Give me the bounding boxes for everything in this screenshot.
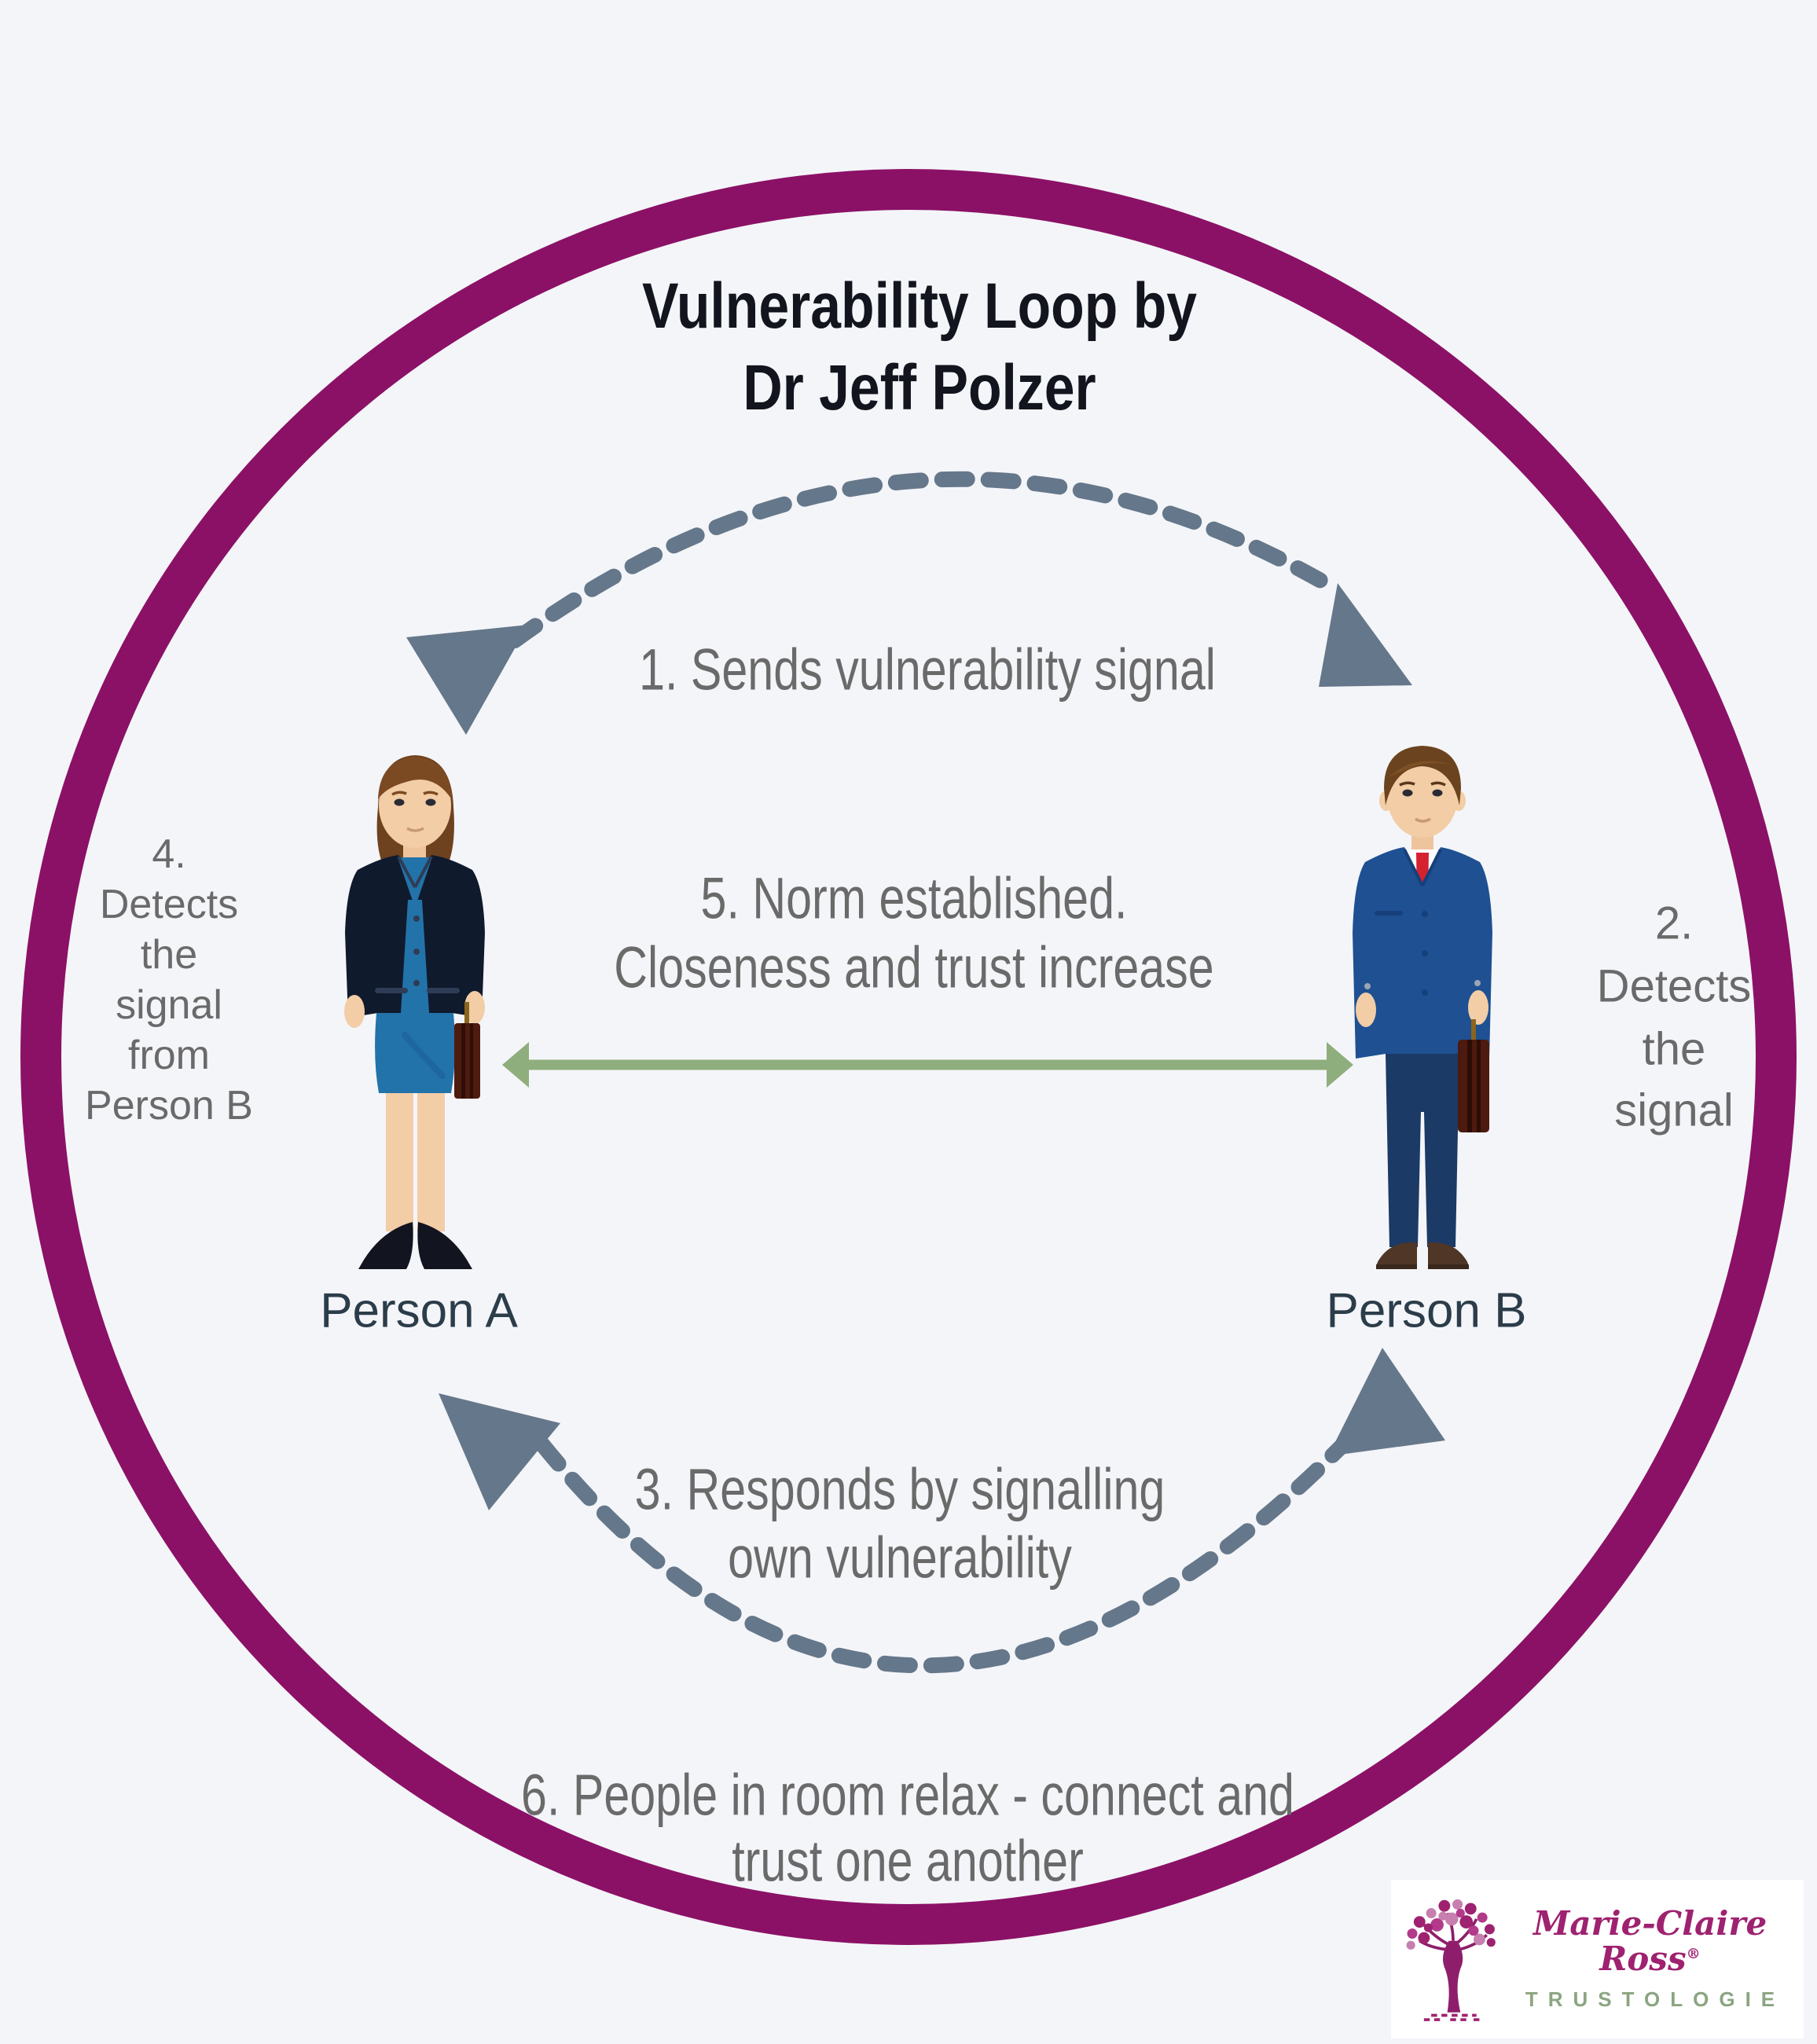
step4-line5: from bbox=[128, 1033, 210, 1078]
logo-text-block: Marie-Claire Ross® TRUSTOLOGIE bbox=[1504, 1906, 1804, 2011]
logo-tagline: TRUSTOLOGIE bbox=[1525, 1987, 1786, 2011]
step4-line4: signal bbox=[116, 982, 222, 1028]
person-b-label: Person B bbox=[1326, 1283, 1527, 1338]
step2-line1: 2. bbox=[1654, 897, 1694, 949]
person-a-illustration bbox=[344, 755, 485, 1269]
page-title-line1: Vulnerability Loop by bbox=[641, 270, 1198, 342]
step3-label-line2: own vulnerability bbox=[728, 1525, 1072, 1591]
step4-line2: Detects bbox=[99, 882, 239, 927]
trustologie-logo: Marie-Claire Ross® TRUSTOLOGIE bbox=[1391, 1880, 1804, 2038]
step2-line4: signal bbox=[1614, 1084, 1734, 1136]
step6-label-line2: trust one another bbox=[732, 1828, 1084, 1894]
registered-mark: ® bbox=[1686, 1945, 1701, 1962]
step4-line3: the bbox=[140, 932, 198, 978]
step4-line6: Person B bbox=[85, 1083, 253, 1128]
step5-label-line2: Closeness and trust increase bbox=[614, 934, 1214, 1000]
person-b-illustration bbox=[1353, 746, 1492, 1269]
step4-line1: 4. bbox=[152, 831, 186, 877]
person-a-label: Person A bbox=[320, 1283, 518, 1338]
step2-line3: the bbox=[1642, 1023, 1706, 1075]
logo-brand-name: Marie-Claire Ross® bbox=[1533, 1904, 1767, 1978]
tree-icon bbox=[1406, 1899, 1496, 2021]
step3-label-line1: 3. Responds by signalling bbox=[634, 1456, 1165, 1522]
step2-line2: Detects bbox=[1596, 960, 1752, 1012]
step1-label: 1. Sends vulnerability signal bbox=[639, 637, 1216, 703]
step6-label-line1: 6. People in room relax - connect and bbox=[521, 1762, 1294, 1828]
step5-label-line1: 5. Norm established. bbox=[700, 865, 1128, 931]
page-title-line2: Dr Jeff Polzer bbox=[743, 352, 1096, 424]
